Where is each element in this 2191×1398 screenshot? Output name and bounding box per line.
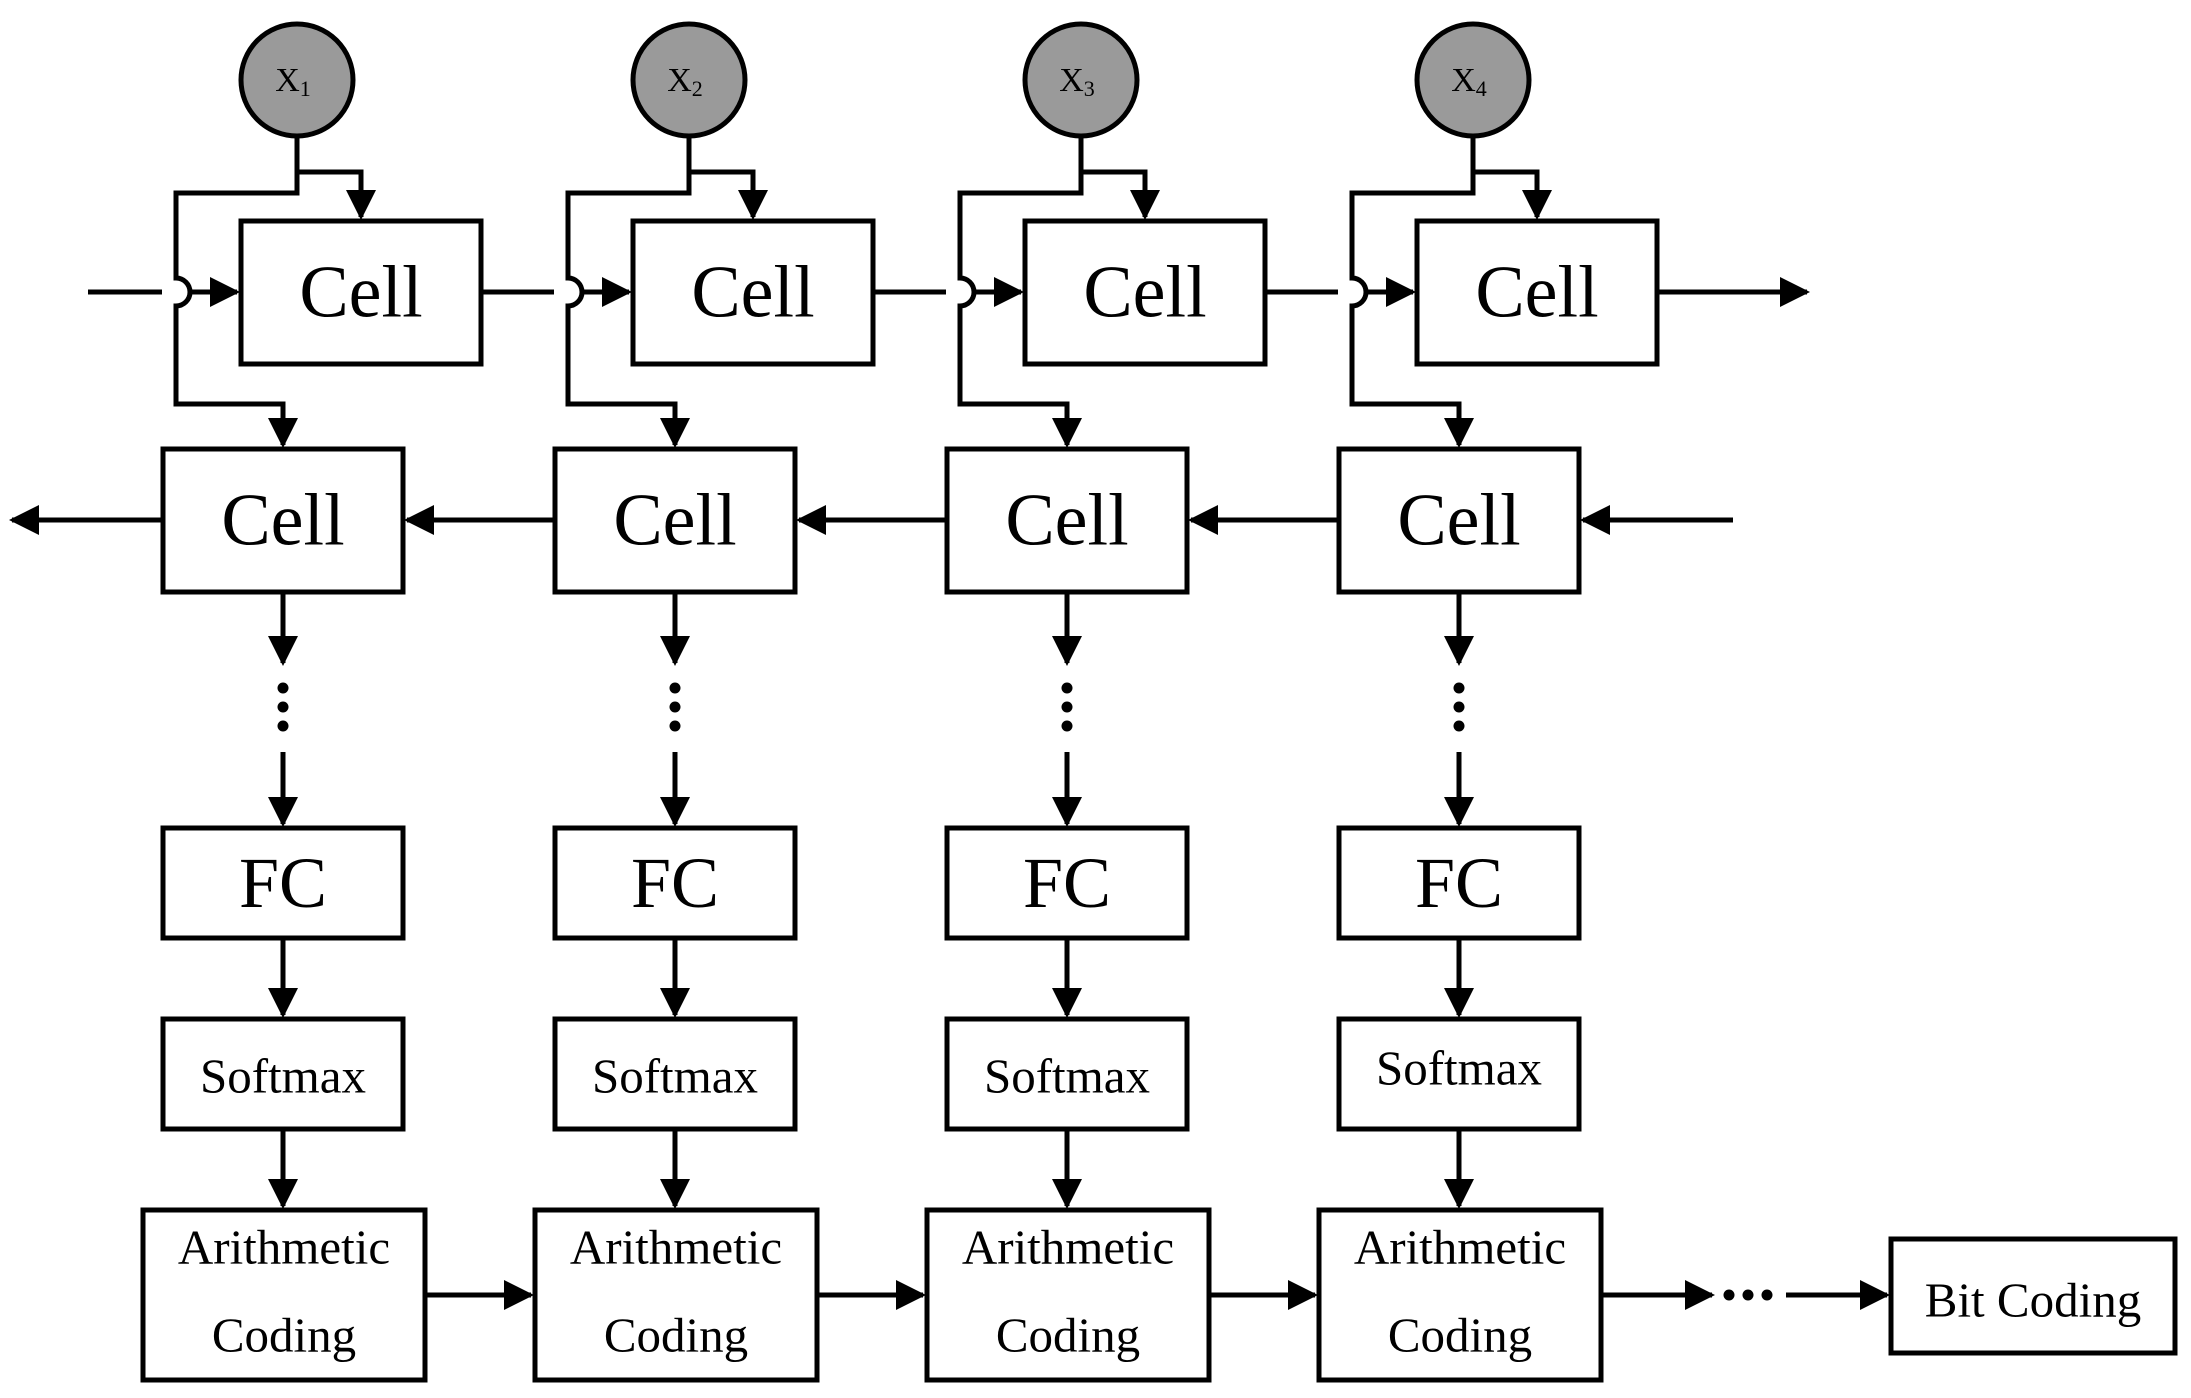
fc-box-4-label: FC: [1415, 843, 1503, 923]
forward-cell-3: [1022, 218, 1268, 367]
input-node-x1: [238, 21, 356, 139]
backward-cell-2: [552, 446, 798, 595]
softmax-box-2-label: Softmax: [592, 1049, 758, 1104]
arithmetic-coding-box-1-label-line1: Arithmetic: [178, 1220, 390, 1275]
arithmetic-coding-box-4-label-line2: Coding: [1388, 1308, 1532, 1363]
forward-cell-4: [1414, 218, 1660, 367]
arithmetic-coding-box-4: [1316, 1207, 1604, 1383]
stack-1-ellipsis-dot: [277, 701, 289, 713]
arithmetic-coding-box-2: [532, 1207, 820, 1383]
stack-2-ellipsis-dot: [669, 682, 681, 694]
backward-cell-1: [160, 446, 406, 595]
backward-cell-2-label: Cell: [613, 480, 736, 562]
fc-box-4: [1336, 825, 1582, 941]
input-label-x4: X4: [1451, 62, 1487, 101]
softmax-box-2: [552, 1016, 798, 1132]
forward-cell-4-label: Cell: [1475, 252, 1598, 334]
arithmetic-coding-box-1-label-line2: Coding: [212, 1308, 356, 1363]
stack-4-ellipsis-dot: [1453, 701, 1465, 713]
forward-cell-1-label: Cell: [299, 252, 422, 334]
arithmetic-coding-box-3-label-line1: Arithmetic: [962, 1220, 1174, 1275]
bit-coding-box: [1888, 1236, 2178, 1356]
forward-cell-1: [238, 218, 484, 367]
arithmetic-coding-box-4-label-line1: Arithmetic: [1354, 1220, 1566, 1275]
bit-coding-ellipsis-dot: [1742, 1289, 1754, 1301]
arithmetic-coding-box-1: [140, 1207, 428, 1383]
input-2-to-forward-arrow: [686, 136, 768, 220]
stack-3-ellipsis-dot: [1061, 701, 1073, 713]
input-1-to-forward-arrow: [294, 136, 376, 220]
forward-cell-3-label: Cell: [1083, 252, 1206, 334]
bit-coding-ellipsis-dot: [1723, 1289, 1735, 1301]
input-node-x2: [630, 21, 748, 139]
backward-cell-1-label: Cell: [221, 480, 344, 562]
softmax-box-4: [1336, 1016, 1582, 1132]
backward-cell-3-label: Cell: [1005, 480, 1128, 562]
input-1-to-backward-arrow: [173, 172, 300, 448]
stack-3-ellipsis-dot: [1061, 682, 1073, 694]
forward-cell-2-label: Cell: [691, 252, 814, 334]
arithmetic-coding-box-3-label-line2: Coding: [996, 1308, 1140, 1363]
softmax-box-1: [160, 1016, 406, 1132]
stack-4-ellipsis-dot: [1453, 682, 1465, 694]
softmax-box-3: [944, 1016, 1190, 1132]
bit-coding-ellipsis-dot: [1761, 1289, 1773, 1301]
arithmetic-coding-box-2-label-line1: Arithmetic: [570, 1220, 782, 1275]
input-2-to-backward-arrow: [565, 172, 692, 448]
fc-box-2-label: FC: [631, 843, 719, 923]
stack-2-ellipsis-dot: [669, 701, 681, 713]
input-label-x2: X2: [667, 62, 703, 101]
input-3-to-forward-arrow: [1078, 136, 1160, 220]
backward-cell-3: [944, 446, 1190, 595]
softmax-box-4-label: Softmax: [1376, 1041, 1542, 1096]
fc-box-3: [944, 825, 1190, 941]
forward-cell-2: [630, 218, 876, 367]
input-node-x3: [1022, 21, 1140, 139]
softmax-box-1-label: Softmax: [200, 1049, 366, 1104]
stack-3-ellipsis-dot: [1061, 720, 1073, 732]
fc-box-1-label: FC: [239, 843, 327, 923]
bit-coding-box-label: Bit Coding: [1925, 1273, 2141, 1328]
input-node-x4: [1414, 21, 1532, 139]
stack-2-ellipsis-dot: [669, 720, 681, 732]
input-4-to-backward-arrow: [1349, 172, 1476, 448]
input-3-to-backward-arrow: [957, 172, 1084, 448]
arithmetic-coding-box-2-label-line2: Coding: [604, 1308, 748, 1363]
fc-box-2: [552, 825, 798, 941]
stack-1-ellipsis-dot: [277, 682, 289, 694]
backward-cell-4-label: Cell: [1397, 480, 1520, 562]
stack-1-ellipsis-dot: [277, 720, 289, 732]
fc-box-1: [160, 825, 406, 941]
input-label-x1: X1: [275, 62, 311, 101]
stack-4-ellipsis-dot: [1453, 720, 1465, 732]
backward-cell-4: [1336, 446, 1582, 595]
softmax-box-3-label: Softmax: [984, 1049, 1150, 1104]
input-label-x3: X3: [1059, 62, 1095, 101]
fc-box-3-label: FC: [1023, 843, 1111, 923]
arithmetic-coding-box-3: [924, 1207, 1212, 1383]
input-4-to-forward-arrow: [1470, 136, 1552, 220]
